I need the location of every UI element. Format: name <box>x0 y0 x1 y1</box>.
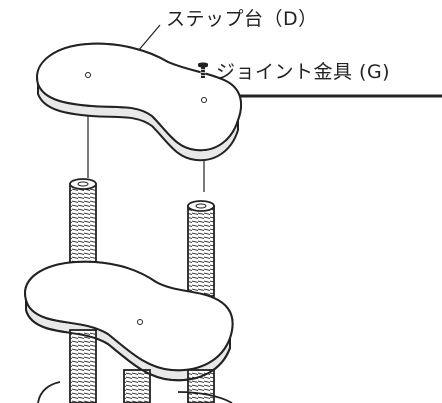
threaded-rod-lower-left <box>69 329 97 403</box>
step-board-bottom <box>37 381 233 403</box>
joint-hardware-label: ジョイント金具 (G) <box>216 61 391 83</box>
threaded-rod-lower-center <box>123 369 151 403</box>
step-board-label: ステップ台（D） <box>166 8 318 30</box>
step-board-middle-edge <box>25 309 231 382</box>
threaded-rod-right <box>187 200 215 297</box>
step-board-top <box>36 42 242 162</box>
step-board-middle <box>24 260 234 382</box>
screw-icon <box>198 62 208 78</box>
threaded-rod-lower-right <box>187 369 215 403</box>
